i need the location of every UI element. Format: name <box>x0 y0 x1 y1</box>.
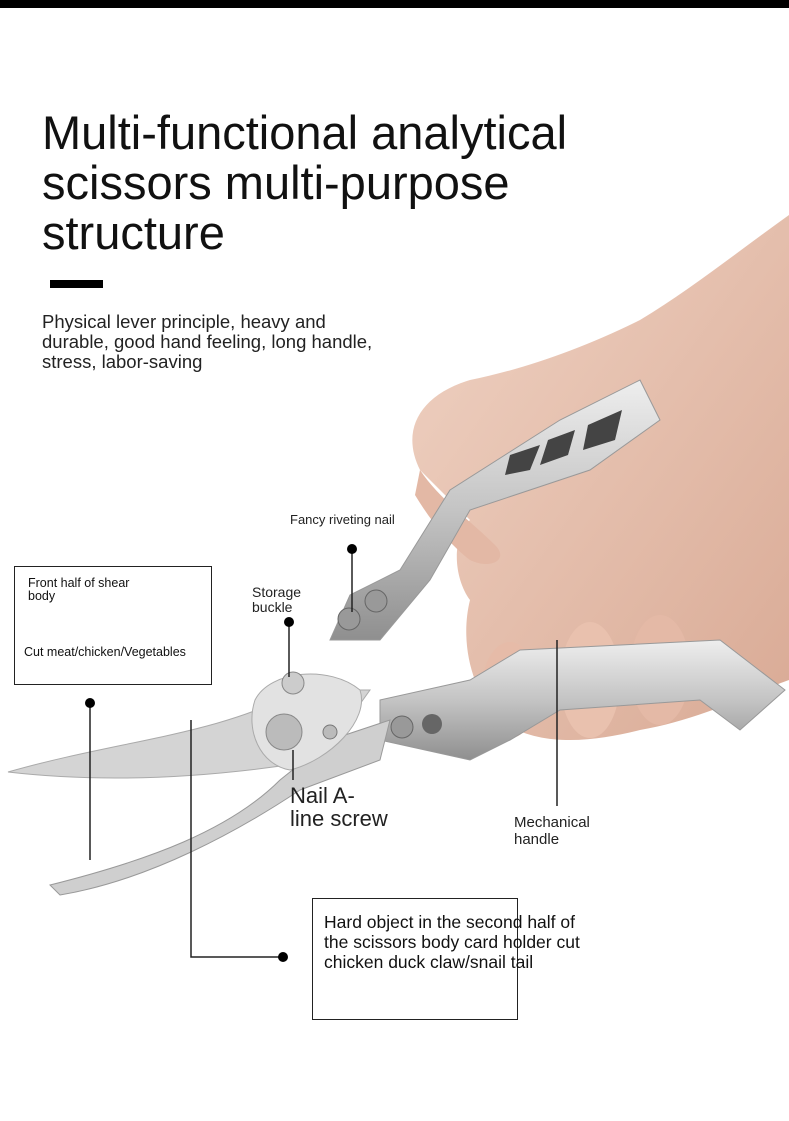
label-line: Mechanical <box>514 814 590 831</box>
handle-slot <box>505 410 622 475</box>
rivet <box>390 715 414 739</box>
label-line: buckle <box>252 599 293 615</box>
callout-dots <box>85 544 357 962</box>
small-screw <box>322 724 338 740</box>
pivot-screw <box>265 713 303 751</box>
label-line: Nail A- <box>290 783 355 808</box>
rivet <box>422 714 442 734</box>
page-title: Multi-functional analytical scissors mul… <box>42 108 567 258</box>
title-underline <box>50 280 103 288</box>
hand <box>412 215 789 740</box>
title-line: scissors multi-purpose <box>42 156 510 209</box>
rivet <box>337 607 361 631</box>
front-half-text: Cut meat/chicken/Vegetables <box>24 645 186 659</box>
title-line: structure <box>42 206 225 259</box>
label-storage-buckle: Storage buckle <box>252 585 301 615</box>
label-line: Storage <box>252 584 302 600</box>
label-line: line screw <box>290 806 388 831</box>
title-line: Multi-functional analytical <box>42 106 568 159</box>
label-nail-screw: Nail A- line screw <box>290 784 388 830</box>
second-half-text: Hard object in the second half of the sc… <box>324 912 580 972</box>
lower-handle <box>379 639 786 761</box>
top-bar <box>0 0 789 8</box>
callout-lines <box>89 549 558 958</box>
label-line: Front half of shear <box>28 576 130 590</box>
front-half-box: Front half of shear body Cut meat/chicke… <box>14 566 212 685</box>
label-riveting-nail: Fancy riveting nail <box>290 512 395 527</box>
rivet <box>364 589 388 613</box>
storage-buckle <box>281 671 305 695</box>
label-line: body <box>28 589 56 603</box>
front-half-heading: Front half of shear body <box>28 577 129 603</box>
upper-handle <box>329 379 661 641</box>
label-line: handle <box>514 831 560 848</box>
description: Physical lever principle, heavy and dura… <box>42 311 373 372</box>
second-half-box: Hard object in the second half of the sc… <box>312 898 580 1020</box>
label-mechanical-handle: Mechanical handle <box>514 814 590 848</box>
